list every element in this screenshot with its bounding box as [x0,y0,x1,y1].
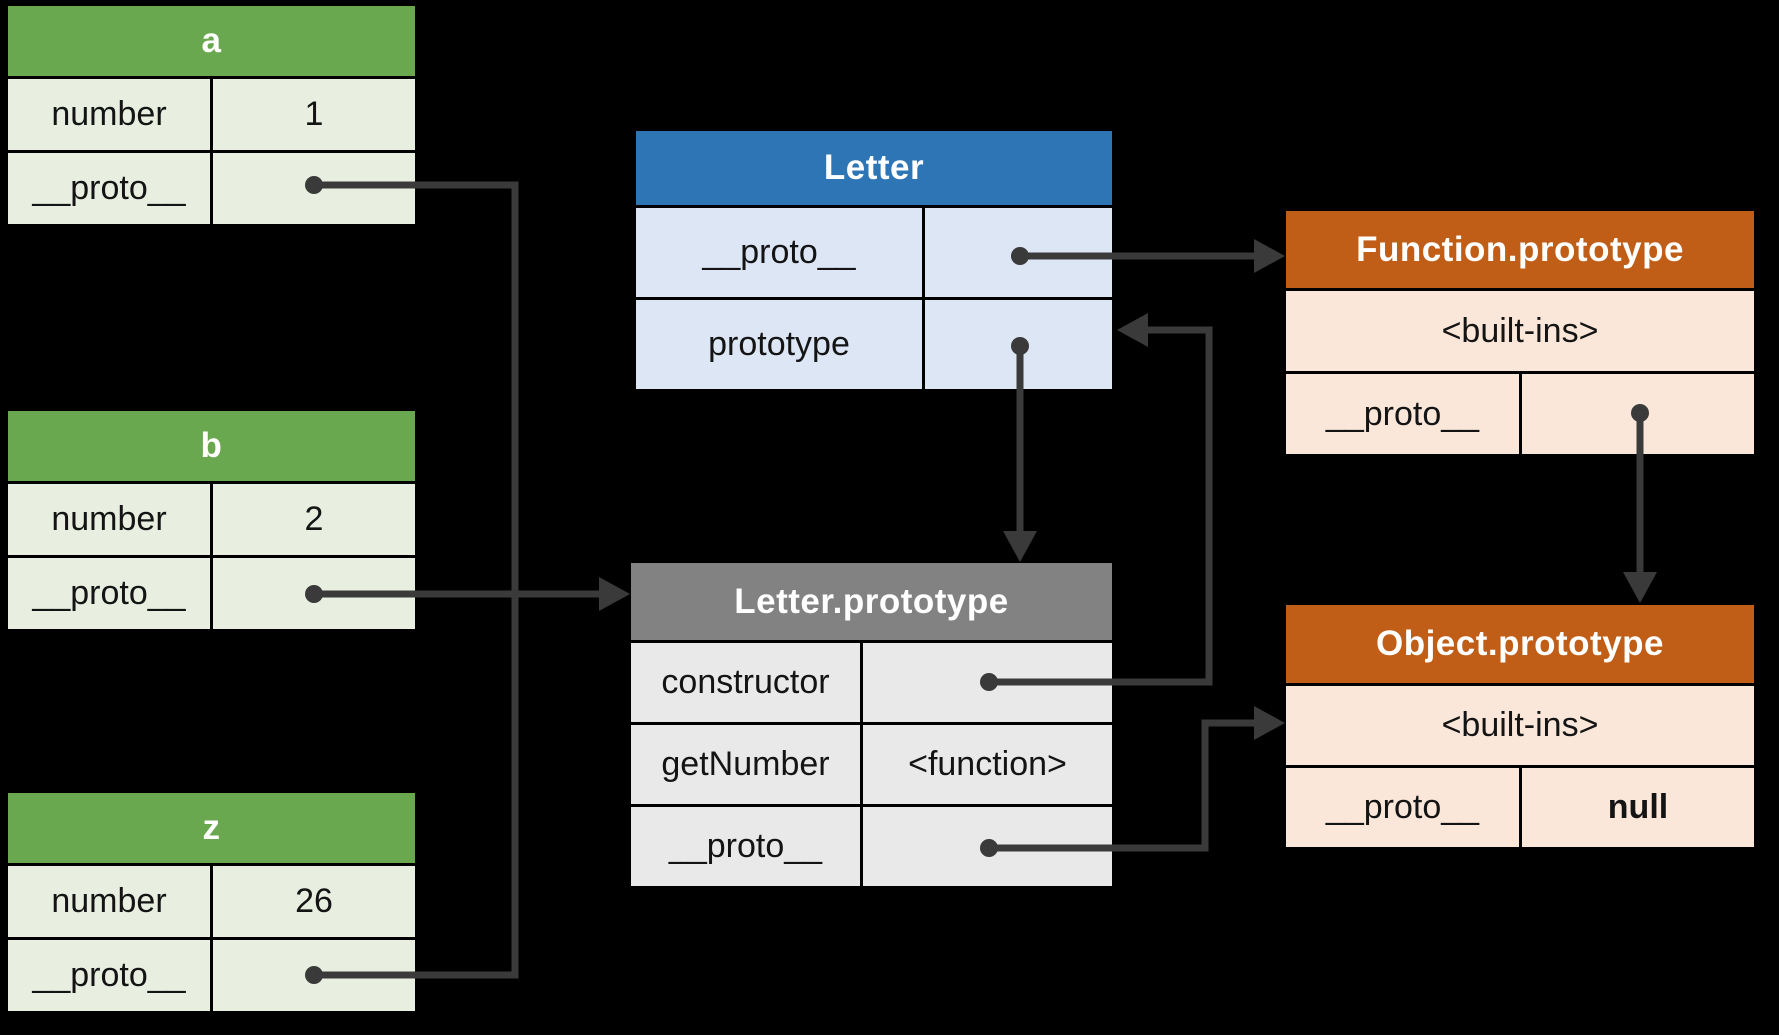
property-value-cell: <function> [863,725,1112,804]
property-name-cell: prototype [636,300,925,389]
arrowhead-icon [1623,572,1657,603]
arrowhead-icon [1003,531,1037,562]
arrowhead-icon [1254,706,1285,740]
table-row: constructor [631,640,1112,722]
pointer-cell [1522,374,1754,454]
pointer-cell [213,940,415,1011]
table-b-title: b [8,411,415,481]
table-row: __proto__ [636,205,1112,297]
pointer-cell [863,807,1112,886]
table-row: <built-ins> [1286,288,1754,371]
table-row: number 26 [8,863,415,937]
table-row: __proto__ [8,150,415,224]
table-z-title: z [8,793,415,863]
table-row: number 2 [8,481,415,555]
pointer-cell [213,558,415,629]
property-name-cell: getNumber [631,725,863,804]
table-row: __proto__ [631,804,1112,886]
table-function-prototype-title: Function.prototype [1286,211,1754,288]
table-row: __proto__ [8,937,415,1011]
arrowhead-icon [1254,239,1285,273]
pointer-cell [863,643,1112,722]
table-b: b number 2 __proto__ [5,408,418,632]
arrowhead-icon [599,577,630,611]
table-row: __proto__ null [1286,765,1754,847]
property-name-cell: constructor [631,643,863,722]
table-letter-prototype-title: Letter.prototype [631,563,1112,640]
pointer-cell [925,300,1112,389]
property-name-cell: __proto__ [8,153,213,224]
table-row: __proto__ [1286,371,1754,454]
property-value-cell: 2 [213,484,415,555]
builtins-cell: <built-ins> [1286,291,1754,371]
table-a-title: a [8,6,415,76]
property-name-cell: __proto__ [8,940,213,1011]
table-letter-prototype: Letter.prototype constructor getNumber <… [628,560,1115,889]
property-name-cell: number [8,484,213,555]
property-value-cell: 26 [213,866,415,937]
null-value-cell: null [1522,768,1754,847]
table-row: prototype [636,297,1112,389]
pointer-cell [925,208,1112,297]
table-a: a number 1 __proto__ [5,3,418,227]
property-name-cell: __proto__ [631,807,863,886]
table-z: z number 26 __proto__ [5,790,418,1014]
table-row: number 1 [8,76,415,150]
property-name-cell: __proto__ [1286,768,1522,847]
property-name-cell: __proto__ [636,208,925,297]
arrowhead-icon [1117,313,1148,347]
table-object-prototype-title: Object.prototype [1286,605,1754,683]
builtins-cell: <built-ins> [1286,686,1754,765]
property-name-cell: number [8,866,213,937]
table-letter-title: Letter [636,131,1112,205]
property-name-cell: __proto__ [8,558,213,629]
table-row: <built-ins> [1286,683,1754,765]
property-name-cell: __proto__ [1286,374,1522,454]
table-row: __proto__ [8,555,415,629]
table-letter: Letter __proto__ prototype [633,128,1115,392]
pointer-cell [213,153,415,224]
table-row: getNumber <function> [631,722,1112,804]
property-name-cell: number [8,79,213,150]
table-function-prototype: Function.prototype <built-ins> __proto__ [1283,208,1757,457]
table-object-prototype: Object.prototype <built-ins> __proto__ n… [1283,602,1757,850]
property-value-cell: 1 [213,79,415,150]
